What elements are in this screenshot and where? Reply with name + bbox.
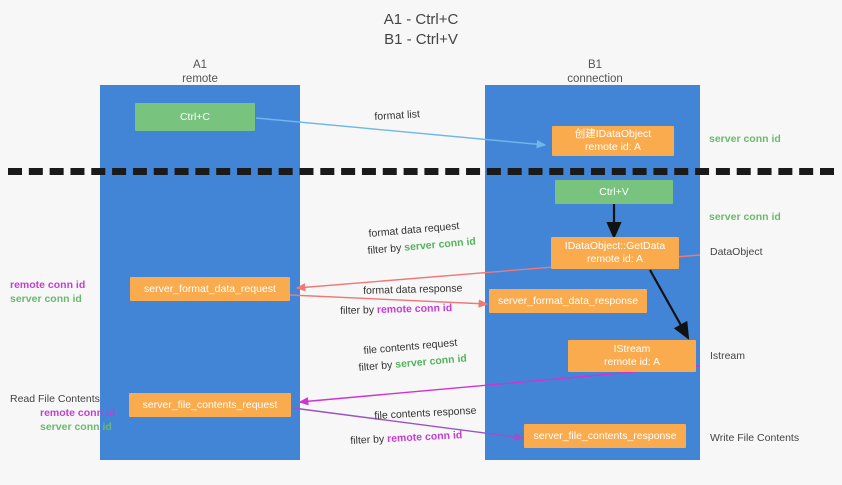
node-ctrl-c[interactable]: Ctrl+C — [135, 103, 255, 131]
annotation-dataobject: DataObject — [710, 246, 763, 258]
title-line-1: A1 - Ctrl+C — [383, 11, 459, 28]
node-ctrl-c-label: Ctrl+C — [179, 110, 211, 123]
node-server-format-data-response-label: server_format_data_response — [497, 294, 639, 307]
node-server-format-data-request-label: server_format_data_request — [144, 282, 276, 295]
label-format-data-response-text: format data response — [363, 282, 463, 297]
node-server-format-data-response[interactable]: server_format_data_response — [489, 289, 647, 313]
column-header-a1: A1 remote — [140, 58, 260, 86]
node-istream-label: IStream — [613, 343, 651, 355]
annotation-server-conn-id-mid: server conn id — [709, 211, 781, 223]
node-server-file-contents-request[interactable]: server_file_contents_request — [129, 393, 291, 417]
node-istream-sub: remote id: A — [603, 356, 661, 368]
label-file-contents-request-filter-key: server conn id — [394, 352, 468, 371]
annotation-server-conn-id-top: server conn id — [709, 133, 781, 145]
label-format-data-response: format data response — [363, 281, 463, 298]
annotation-read-file-contents: Read File Contents — [10, 393, 100, 405]
label-format-data-response-filter-prefix: filter by — [340, 304, 378, 317]
label-format-list-text: format list — [374, 108, 421, 123]
node-server-file-contents-response-label: server_file_contents_response — [533, 429, 677, 442]
annotation-write-file-contents: Write File Contents — [710, 432, 800, 444]
node-create-idataobject-label: 创建IDataObject — [574, 128, 652, 140]
node-create-idataobject[interactable]: 创建IDataObject remote id: A — [552, 126, 674, 156]
label-file-contents-response-filter: filter by remote conn id — [350, 428, 463, 448]
node-getdata[interactable]: IDataObject::GetData remote id: A — [551, 237, 679, 269]
node-getdata-label: IDataObject::GetData — [564, 240, 666, 252]
node-ctrl-v[interactable]: Ctrl+V — [555, 180, 673, 204]
label-file-contents-response-text: file contents response — [374, 404, 477, 422]
node-getdata-sub: remote id: A — [586, 253, 644, 265]
node-server-file-contents-response[interactable]: server_file_contents_response — [524, 424, 686, 448]
label-file-contents-response-filter-prefix: filter by — [350, 433, 388, 447]
label-format-data-response-filter: filter by remote conn id — [340, 301, 452, 318]
column-a1-name: A1 — [192, 59, 208, 71]
node-server-file-contents-request-label: server_file_contents_request — [142, 398, 278, 411]
annotation-remote-conn-id-upper: remote conn id — [10, 279, 86, 291]
label-file-contents-request-filter-prefix: filter by — [358, 358, 396, 374]
column-b1-name: B1 — [587, 59, 603, 71]
node-istream[interactable]: IStream remote id: A — [568, 340, 696, 372]
annotation-server-conn-id-lower: server conn id — [40, 421, 112, 433]
column-b1-role: connection — [567, 73, 623, 85]
column-header-b1: B1 connection — [535, 58, 655, 86]
column-a1-role: remote — [182, 73, 218, 85]
label-format-list: format list — [374, 107, 420, 124]
label-file-contents-response: file contents response — [374, 404, 477, 423]
annotation-istream: Istream — [710, 350, 746, 362]
title-line-2: B1 - Ctrl+V — [384, 31, 458, 48]
label-format-data-request-filter-prefix: filter by — [367, 241, 405, 257]
annotation-conn-ids-upper: remote conn id server conn id — [10, 278, 85, 306]
label-format-data-request-filter-key: server conn id — [403, 235, 477, 254]
annotation-remote-conn-id-lower: remote conn id — [40, 407, 116, 419]
node-server-format-data-request[interactable]: server_format_data_request — [130, 277, 290, 301]
annotation-server-conn-id-upper: server conn id — [10, 293, 82, 305]
diagram-title: A1 - Ctrl+C B1 - Ctrl+V — [0, 10, 842, 50]
label-file-contents-response-filter-key: remote conn id — [386, 429, 463, 446]
phase-divider — [8, 168, 834, 175]
annotation-read-file-contents-block: Read File Contents remote conn id server… — [10, 392, 115, 434]
label-format-data-response-filter-key: remote conn id — [376, 302, 453, 317]
node-create-idataobject-sub: remote id: A — [584, 141, 642, 153]
node-ctrl-v-label: Ctrl+V — [599, 185, 629, 198]
